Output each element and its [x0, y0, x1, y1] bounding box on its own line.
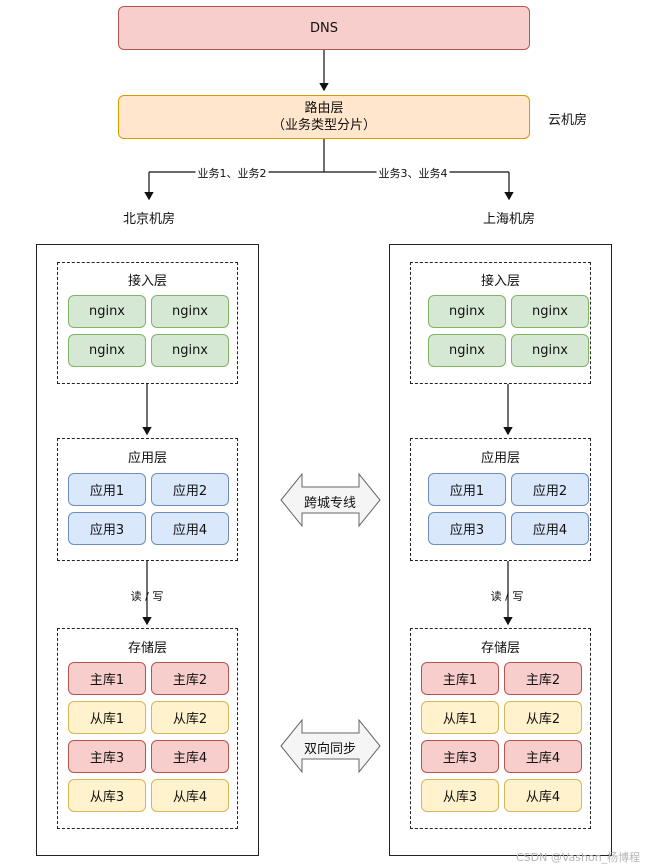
shanghai-app-2: 应用2: [511, 473, 589, 506]
beijing-slave-4: 从库4: [151, 779, 229, 812]
beijing-app-title: 应用层: [127, 451, 167, 466]
beijing-room-label: 北京机房: [122, 212, 176, 227]
beijing-app-3-label: 应用3: [89, 523, 125, 538]
shanghai-storage-title: 存储层: [480, 641, 520, 656]
shanghai-access-layer: 接入层: [410, 262, 591, 384]
shanghai-room-label: 上海机房: [482, 212, 536, 227]
beijing-app-1: 应用1: [68, 473, 146, 506]
shanghai-master-2: 主库2: [504, 662, 582, 695]
beijing-master-1: 主库1: [68, 662, 146, 695]
shanghai-app-layer: 应用层: [410, 438, 591, 561]
route-left-label: 业务1、业务2: [195, 165, 269, 181]
dns-label: DNS: [310, 20, 338, 36]
beijing-nginx-1-label: nginx: [88, 304, 126, 319]
cross-city-line-label: 跨城专线: [303, 496, 357, 511]
route-right-label: 业务3、业务4: [376, 165, 450, 181]
shanghai-app-3-label: 应用3: [449, 523, 485, 538]
beijing-app-4: 应用4: [151, 512, 229, 545]
shanghai-slave-4-label: 从库4: [525, 790, 561, 805]
shanghai-nginx-4: nginx: [511, 334, 589, 367]
beijing-master-1-label: 主库1: [89, 673, 125, 688]
shanghai-nginx-4-label: nginx: [531, 343, 569, 358]
shanghai-slave-3: 从库3: [421, 779, 499, 812]
beijing-storage-title: 存储层: [127, 641, 167, 656]
shanghai-nginx-3: nginx: [428, 334, 506, 367]
beijing-access-layer: 接入层: [57, 262, 238, 384]
shanghai-slave-1-label: 从库1: [442, 712, 478, 727]
beijing-master-2: 主库2: [151, 662, 229, 695]
shanghai-app-4-label: 应用4: [532, 523, 568, 538]
beijing-master-2-label: 主库2: [172, 673, 208, 688]
shanghai-master-4-label: 主库4: [525, 751, 561, 766]
shanghai-nginx-1-label: nginx: [448, 304, 486, 319]
beijing-master-4: 主库4: [151, 740, 229, 773]
shanghai-master-1-label: 主库1: [442, 673, 478, 688]
shanghai-nginx-2-label: nginx: [531, 304, 569, 319]
beijing-nginx-2-label: nginx: [171, 304, 209, 319]
shanghai-app-3: 应用3: [428, 512, 506, 545]
shanghai-app-4: 应用4: [511, 512, 589, 545]
bidirectional-sync-label: 双向同步: [303, 742, 357, 757]
shanghai-slave-4: 从库4: [504, 779, 582, 812]
beijing-slave-1-label: 从库1: [89, 712, 125, 727]
beijing-app-1-label: 应用1: [89, 484, 125, 499]
shanghai-app-1: 应用1: [428, 473, 506, 506]
beijing-app-4-label: 应用4: [172, 523, 208, 538]
shanghai-slave-3-label: 从库3: [442, 790, 478, 805]
beijing-app-2: 应用2: [151, 473, 229, 506]
router-subtitle: （业务类型分片）: [271, 118, 376, 133]
beijing-nginx-3-label: nginx: [88, 343, 126, 358]
shanghai-master-4: 主库4: [504, 740, 582, 773]
cross-city-double-arrow: [280, 472, 381, 528]
beijing-slave-2-label: 从库2: [172, 712, 208, 727]
shanghai-rw-label: 读 / 写: [488, 587, 526, 605]
shanghai-master-1: 主库1: [421, 662, 499, 695]
beijing-storage-layer: 存储层: [57, 628, 238, 829]
beijing-app-2-label: 应用2: [172, 484, 208, 499]
shanghai-master-2-label: 主库2: [525, 673, 561, 688]
shanghai-nginx-1: nginx: [428, 295, 506, 328]
dns-box: DNS: [118, 6, 530, 50]
watermark: CSDN @Vashon_杨博程: [516, 851, 641, 864]
beijing-slave-3: 从库3: [68, 779, 146, 812]
router-box: 路由层 （业务类型分片）: [118, 95, 530, 139]
shanghai-master-3: 主库3: [421, 740, 499, 773]
shanghai-slave-2-label: 从库2: [525, 712, 561, 727]
beijing-nginx-4: nginx: [151, 334, 229, 367]
beijing-slave-3-label: 从库3: [89, 790, 125, 805]
shanghai-master-3-label: 主库3: [442, 751, 478, 766]
beijing-nginx-3: nginx: [68, 334, 146, 367]
sync-double-arrow: [280, 718, 381, 774]
shanghai-app-title: 应用层: [480, 451, 520, 466]
shanghai-slave-1: 从库1: [421, 701, 499, 734]
beijing-slave-1: 从库1: [68, 701, 146, 734]
beijing-app-layer: 应用层: [57, 438, 238, 561]
shanghai-slave-2: 从库2: [504, 701, 582, 734]
shanghai-app-1-label: 应用1: [449, 484, 485, 499]
beijing-master-3: 主库3: [68, 740, 146, 773]
beijing-master-3-label: 主库3: [89, 751, 125, 766]
shanghai-access-title: 接入层: [480, 274, 520, 289]
beijing-app-3: 应用3: [68, 512, 146, 545]
beijing-slave-4-label: 从库4: [172, 790, 208, 805]
beijing-nginx-4-label: nginx: [171, 343, 209, 358]
router-title: 路由层: [304, 101, 344, 116]
beijing-access-title: 接入层: [127, 274, 167, 289]
beijing-master-4-label: 主库4: [172, 751, 208, 766]
shanghai-nginx-2: nginx: [511, 295, 589, 328]
shanghai-storage-layer: 存储层: [410, 628, 591, 829]
cloud-room-label: 云机房: [548, 113, 588, 128]
beijing-slave-2: 从库2: [151, 701, 229, 734]
shanghai-app-2-label: 应用2: [532, 484, 568, 499]
beijing-nginx-2: nginx: [151, 295, 229, 328]
shanghai-nginx-3-label: nginx: [448, 343, 486, 358]
beijing-nginx-1: nginx: [68, 295, 146, 328]
